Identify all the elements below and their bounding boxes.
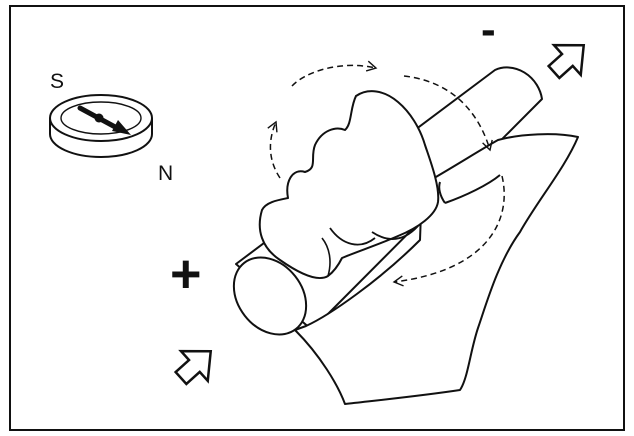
- compass-south-label: S: [50, 70, 64, 93]
- conductor-rod-end: [232, 256, 308, 336]
- compass: S N: [49, 70, 173, 185]
- current-in-arrow: [173, 349, 213, 386]
- compass-needle-icon: [77, 105, 131, 135]
- positive-terminal-label: +: [170, 244, 202, 304]
- outline-arrow-icon: [546, 43, 586, 80]
- magnetic-field-arrows: [267, 60, 505, 287]
- outline-arrow-icon: [173, 349, 213, 386]
- hand-fingers: [258, 90, 440, 279]
- compass-north-label: N: [158, 162, 173, 185]
- dashed-curved-arrow-icon: [267, 120, 281, 179]
- dashed-curved-arrow-icon: [392, 175, 505, 287]
- current-out-arrow: [546, 43, 586, 80]
- dashed-curved-arrow-icon: [403, 75, 493, 152]
- negative-terminal-label: -: [481, 5, 496, 54]
